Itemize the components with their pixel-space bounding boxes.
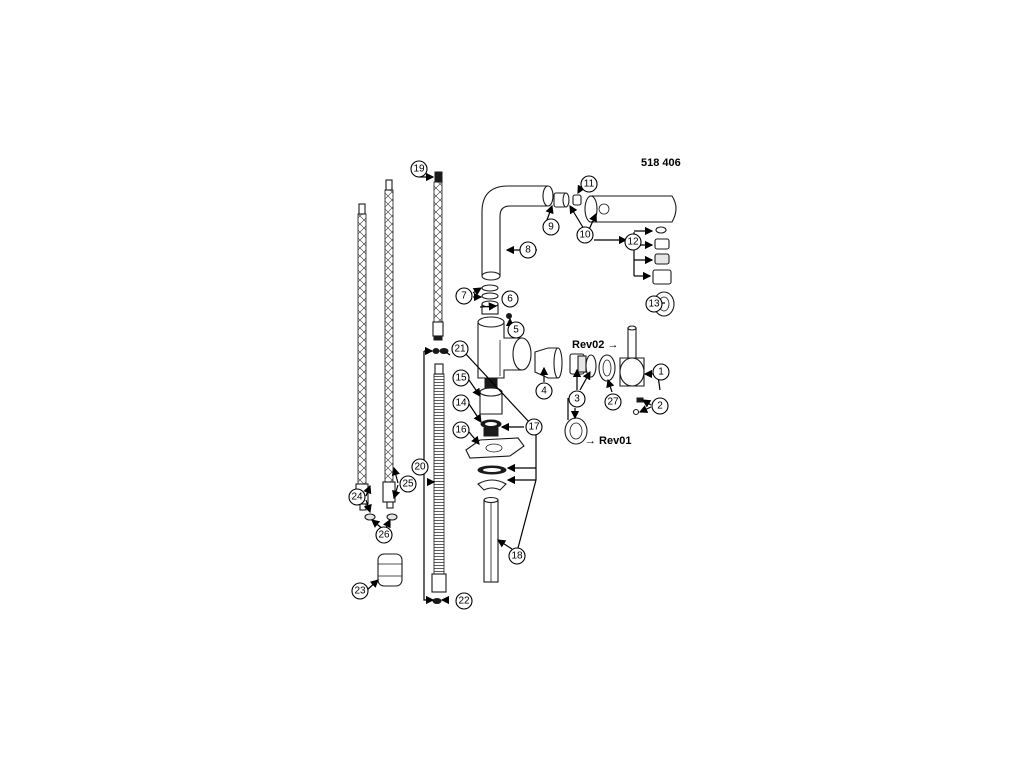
callout-21: 21: [451, 340, 469, 358]
svg-text:18: 18: [511, 551, 523, 562]
braided-hose-19: [432, 171, 444, 341]
o-ring-7a: [481, 284, 499, 292]
svg-text:10: 10: [579, 230, 591, 241]
svg-text:20: 20: [414, 462, 426, 473]
callout-8: 8: [519, 241, 537, 259]
callout-7: 7: [455, 287, 473, 305]
handle-1: [619, 325, 645, 387]
callout-23: 23: [351, 582, 369, 600]
svg-text:21: 21: [454, 344, 466, 355]
callout-17: 17: [525, 418, 543, 436]
callout-20: 20: [411, 458, 429, 476]
threaded-rod-18: [483, 496, 499, 583]
mixer-body: [477, 316, 532, 379]
callout-2: 2: [651, 397, 669, 415]
svg-text:8: 8: [525, 245, 531, 256]
spout-8: [481, 185, 554, 281]
callout-15: 15: [452, 369, 470, 387]
callout-19: 19: [410, 160, 428, 178]
aerator-set-12: [652, 226, 672, 285]
callout-5: 5: [507, 321, 525, 339]
cartridge-4: [534, 347, 563, 379]
callout-26: 26: [375, 526, 393, 544]
braided-hose-24: [355, 203, 369, 511]
callout-24: 24: [348, 488, 366, 506]
screw-2b: [632, 408, 640, 416]
svg-text:25: 25: [402, 479, 414, 490]
svg-text:12: 12: [627, 237, 639, 248]
callout-10: 10: [576, 226, 594, 244]
svg-text:26: 26: [378, 530, 390, 541]
svg-text:6: 6: [507, 294, 513, 305]
svg-text:17: 17: [528, 422, 540, 433]
svg-text:27: 27: [607, 397, 619, 408]
connector-9: [553, 192, 570, 208]
svg-text:23: 23: [354, 586, 366, 597]
callout-4: 4: [535, 382, 553, 400]
svg-text:14: 14: [455, 398, 467, 409]
rev02-label: Rev02 →: [572, 339, 618, 351]
threaded-stud-15: [479, 377, 503, 415]
ring-27: [598, 354, 616, 382]
spray-head-10: [584, 195, 677, 223]
leader-lines: [363, 172, 665, 605]
base-plate-16: [465, 437, 525, 459]
callout-18: 18: [508, 547, 526, 565]
callout-14: 14: [452, 394, 470, 412]
svg-text:1: 1: [658, 367, 664, 378]
svg-text:13: 13: [648, 299, 660, 310]
o-ring-26-right: [386, 513, 398, 521]
callout-6: 6: [501, 290, 519, 308]
callout-11: 11: [580, 175, 598, 193]
cover-rev01: [564, 417, 588, 445]
o-ring-7b: [481, 292, 499, 300]
callout-22: 22: [455, 592, 473, 610]
callout-3: 3: [568, 390, 586, 408]
callout-27: 27: [604, 393, 622, 411]
svg-text:19: 19: [413, 164, 425, 175]
svg-text:3: 3: [574, 394, 580, 405]
callout-1: 1: [652, 363, 670, 381]
grub-screw-5: [506, 313, 512, 319]
svg-text:4: 4: [541, 386, 547, 397]
stem-assembly: [569, 353, 587, 375]
callout-13: 13: [645, 295, 663, 313]
svg-text:16: 16: [455, 425, 467, 436]
drawing-number: 518 406: [641, 157, 681, 169]
svg-text:11: 11: [584, 179, 595, 190]
sleeve-6: [481, 300, 499, 315]
thread-14: [483, 427, 499, 437]
callout-12: 12: [624, 233, 642, 251]
svg-text:5: 5: [513, 325, 519, 336]
compression-nut-23: [377, 553, 403, 587]
horseshoe-washer: [477, 479, 507, 491]
ring-3: [585, 354, 597, 378]
svg-text:2: 2: [657, 401, 663, 412]
screw-2a: [636, 397, 644, 403]
o-ring-26-left: [364, 513, 376, 521]
washer-22: [432, 598, 442, 604]
callout-16: 16: [452, 421, 470, 439]
svg-text:9: 9: [548, 222, 554, 233]
flex-hose-20: [431, 363, 447, 593]
svg-text:22: 22: [458, 596, 470, 607]
svg-text:7: 7: [461, 291, 467, 302]
rev01-label: → Rev01: [585, 435, 631, 447]
callout-9: 9: [542, 218, 560, 236]
adapter-11: [572, 194, 582, 206]
callout-25: 25: [399, 475, 417, 493]
svg-text:15: 15: [455, 373, 467, 384]
braided-hose-25: [382, 179, 396, 509]
svg-text:24: 24: [351, 492, 363, 503]
